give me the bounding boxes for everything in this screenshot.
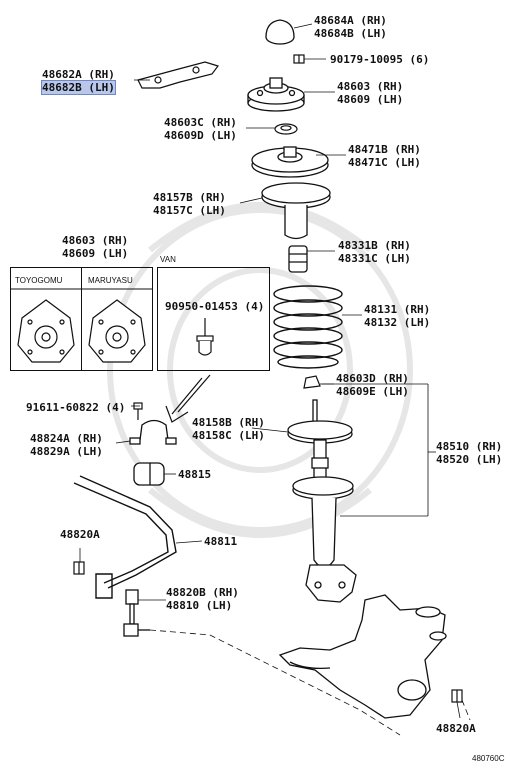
inset-maruyasu: MARUYASU [81,267,153,371]
part-48157-insulator[interactable] [261,182,331,240]
part-48820b-link[interactable] [123,589,150,637]
dashed-ref-lines [149,629,471,736]
part-48603d-nut[interactable] [303,375,321,389]
label-48682a: 48682A (RH) [42,68,115,81]
label-48820a-left[interactable]: 48820A [60,528,100,541]
label-48820b[interactable]: 48820B (RH)48810 (LH) [166,586,239,612]
label-48603d[interactable]: 48603D (RH)48609E (LH) [336,372,409,398]
part-48811-stabilizer-bar[interactable] [73,475,177,599]
part-48510-strut[interactable] [287,399,357,603]
label-48331[interactable]: 48331B (RH)48331C (LH) [338,239,411,265]
label-48158[interactable]: 48158B (RH)48158C (LH) [192,416,265,442]
label-90950[interactable]: 90950-01453 (4) [165,300,265,313]
label-48510[interactable]: 48510 (RH)48520 (LH) [436,440,503,466]
label-48824[interactable]: 48824A (RH)48829A (LH) [30,432,103,458]
label-48811[interactable]: 48811 [204,535,238,548]
inset-mount-toyogomu[interactable] [17,299,75,363]
part-48603c-washer[interactable] [274,123,298,135]
label-48603-inset[interactable]: 48603 (RH)48609 (LH) [62,234,129,260]
part-48131-spring[interactable] [273,285,343,369]
label-90179[interactable]: 90179-10095 (6) [330,53,430,66]
label-48131[interactable]: 48131 (RH)48132 (LH) [364,303,431,329]
diagram-code: 480760C [472,754,505,763]
inset-van-title: VAN [160,255,176,264]
part-48824-bracket[interactable] [129,419,177,445]
label-91611[interactable]: 91611-60822 (4) [26,401,126,414]
inset-van [157,267,270,371]
part-48603-mount[interactable] [247,77,305,112]
part-48820a-nut-left[interactable] [73,561,85,575]
label-48815[interactable]: 48815 [178,468,212,481]
label-48684[interactable]: 48684A (RH)48684B (LH) [314,14,387,40]
label-48603c[interactable]: 48603C (RH)48609D (LH) [164,116,237,142]
part-48682-bracket[interactable] [137,61,219,89]
label-48157[interactable]: 48157B (RH)48157C (LH) [153,191,226,217]
label-48471[interactable]: 48471B (RH)48471C (LH) [348,143,421,169]
part-48331-bumper[interactable] [288,245,308,273]
leader-lines [79,23,461,719]
label-48820a-right[interactable]: 48820A [436,722,476,735]
inset-90950-plug[interactable] [196,318,214,356]
label-48682b-highlighted: 48682B (LH) [41,80,116,95]
label-48682[interactable]: 48682A (RH)48682B (LH) [41,68,116,95]
part-48684-cap[interactable] [265,19,295,45]
label-48603[interactable]: 48603 (RH)48609 (LH) [337,80,404,106]
inset-maruyasu-title: MARUYASU [88,276,133,285]
inset-mount-maruyasu[interactable] [88,299,146,363]
inset-toyogomu-title: TOYOGOMU [15,276,63,285]
part-steering-knuckle[interactable] [278,594,447,719]
part-48471-seat[interactable] [251,146,329,178]
part-48815-bushing[interactable] [133,462,165,486]
callout-arrow [165,374,211,423]
